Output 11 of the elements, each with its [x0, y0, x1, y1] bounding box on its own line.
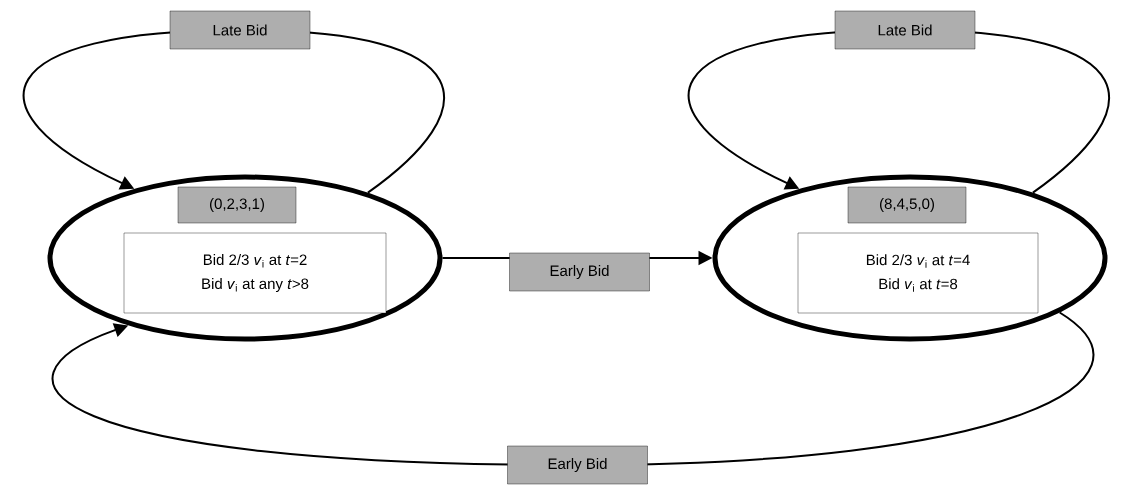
- state-ellipse: [712, 174, 1108, 342]
- edge-label: Late Bid: [834, 10, 976, 50]
- state-label-box: (8,4,5,0): [847, 186, 967, 224]
- strategy-box: Bid 2/3 v$_{i}$ at t=2 Bid v$_{i}$ at any t>8: [123, 232, 387, 314]
- strategy-box: Bid 2/3 v$_{i}$ at t=4 Bid v$_{i}$ at t=8: [797, 232, 1039, 314]
- arrow: [52, 311, 1094, 466]
- state-ellipse: [47, 174, 443, 342]
- state-label-box: (0,2,3,1): [177, 186, 297, 224]
- edge-label: Early Bid: [507, 445, 648, 485]
- edge-label: Late Bid: [169, 10, 311, 50]
- edge-label: Early Bid: [509, 252, 650, 292]
